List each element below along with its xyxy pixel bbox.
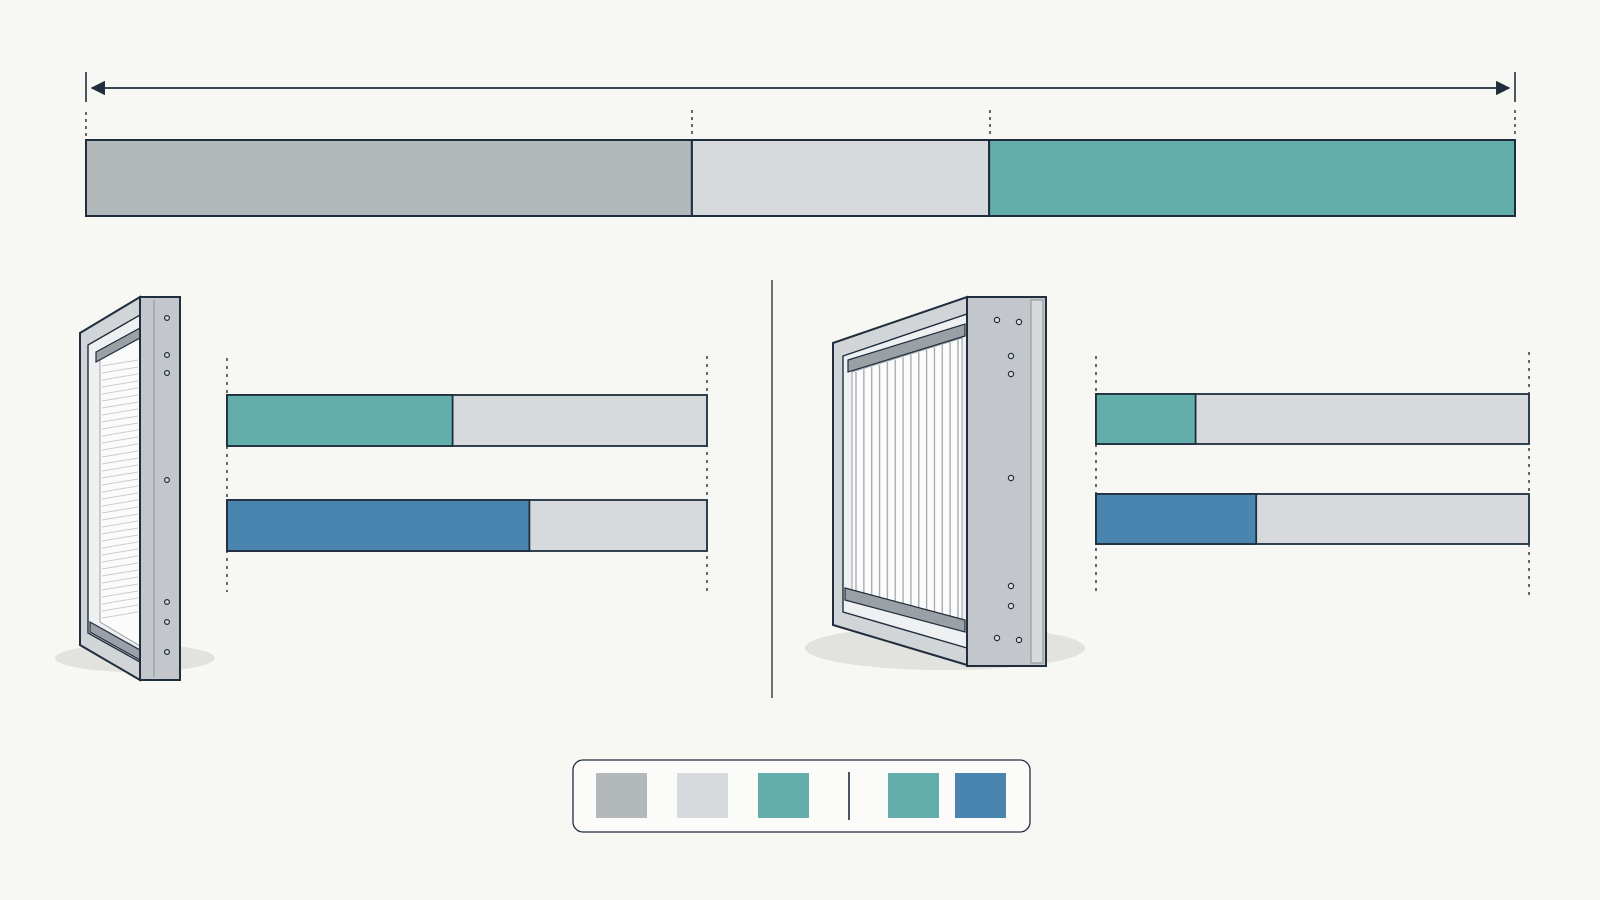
- left-pleat-line: [101, 373, 139, 381]
- legend-b-swatch-blue: [955, 773, 1006, 818]
- left-pleat-line: [101, 548, 139, 556]
- right-rivet: [1007, 474, 1015, 482]
- left-pleat-line: [101, 415, 139, 423]
- left-bar-fill-teal: [226, 394, 454, 447]
- left-pleat-line: [101, 499, 139, 507]
- left-comparison: [226, 356, 708, 594]
- right-rivet: [1007, 352, 1015, 360]
- right-bar-fill-blue: [1095, 493, 1258, 545]
- right-rivet: [1007, 602, 1015, 610]
- left-pleat-line: [101, 520, 139, 528]
- left-pleat-line: [101, 590, 139, 598]
- left-pleat-line: [101, 513, 139, 521]
- overall-dimension: [85, 72, 1516, 138]
- slim-pleated-filter-illustration: [55, 295, 215, 682]
- left-pleat-line: [101, 380, 139, 388]
- left-pleat-line: [101, 478, 139, 486]
- left-pleat-line: [101, 541, 139, 549]
- legend-group-b: [888, 773, 1006, 818]
- left-pleat-line: [101, 387, 139, 395]
- right-bar-fill-teal: [1095, 393, 1197, 445]
- right-rivet: [993, 316, 1001, 324]
- left-pleat-line: [101, 534, 139, 542]
- filter-media: [99, 333, 141, 647]
- left-pleat-line: [101, 450, 139, 458]
- right-rivet: [1015, 636, 1023, 644]
- left-pleat-line: [101, 604, 139, 612]
- left-pleat-line: [101, 464, 139, 472]
- left-pleat-line: [101, 611, 139, 619]
- deep-pleated-filter-illustration: [805, 295, 1085, 670]
- left-pleat-line: [101, 583, 139, 591]
- left-pleat-line: [101, 485, 139, 493]
- filter-frame-bevel: [1030, 299, 1044, 664]
- left-rivet: [164, 315, 171, 322]
- right-rivet: [1015, 318, 1023, 326]
- left-rivet: [164, 477, 171, 484]
- left-pleat-line: [101, 576, 139, 584]
- legend-a-swatch-gray_light: [677, 773, 728, 818]
- left-pleat-line: [101, 457, 139, 465]
- left-pleat-line: [101, 366, 139, 374]
- legend-b-swatch-teal: [888, 773, 939, 818]
- left-pleat-line: [101, 569, 139, 577]
- legend-group-a: [596, 773, 809, 818]
- left-rivet: [164, 352, 171, 359]
- filter-media: [851, 337, 963, 629]
- left-pleat-line: [101, 597, 139, 605]
- left-pleat-line: [101, 408, 139, 416]
- filter-rivets: [993, 316, 1023, 644]
- left-pleat-line: [101, 429, 139, 437]
- left-rivet: [164, 618, 171, 625]
- left-rivet: [164, 598, 171, 605]
- left-bar-group: [226, 394, 708, 552]
- filter-pleats: [101, 359, 139, 619]
- left-bar-fill-blue: [226, 499, 531, 552]
- right-rivet: [993, 634, 1001, 642]
- legend: [572, 759, 1031, 833]
- left-pleat-line: [101, 401, 139, 409]
- right-rivet: [1007, 582, 1015, 590]
- filter-rail-top: [847, 323, 966, 373]
- left-pleat-line: [101, 359, 139, 367]
- left-pleat-line: [101, 562, 139, 570]
- left-rivet: [164, 648, 171, 655]
- filter-pleats: [855, 340, 959, 626]
- left-pleat-line: [101, 422, 139, 430]
- left-pleat-line: [101, 527, 139, 535]
- right-comparison: [1095, 352, 1530, 596]
- left-pleat-line: [101, 436, 139, 444]
- left-pleat-line: [101, 394, 139, 402]
- filter-rail-bottom: [844, 587, 966, 633]
- legend-a-swatch-gray_dark: [596, 773, 647, 818]
- left-pleat-line: [101, 555, 139, 563]
- left-pleat-line: [101, 506, 139, 514]
- right-bar-group: [1095, 393, 1530, 545]
- overall-segment-gray_light: [690, 139, 991, 217]
- left-pleat-line: [101, 443, 139, 451]
- legend-a-swatch-teal: [758, 773, 809, 818]
- filter-frame-front: [139, 296, 181, 681]
- overall-segment-teal: [988, 139, 1516, 217]
- right-rivet: [1007, 370, 1015, 378]
- overall-segment-gray_dark: [85, 139, 693, 217]
- left-pleat-line: [101, 492, 139, 500]
- filter-rivets: [164, 315, 171, 655]
- left-pleat-line: [101, 471, 139, 479]
- overall-stacked-bar: [85, 139, 1516, 217]
- left-rivet: [164, 370, 171, 377]
